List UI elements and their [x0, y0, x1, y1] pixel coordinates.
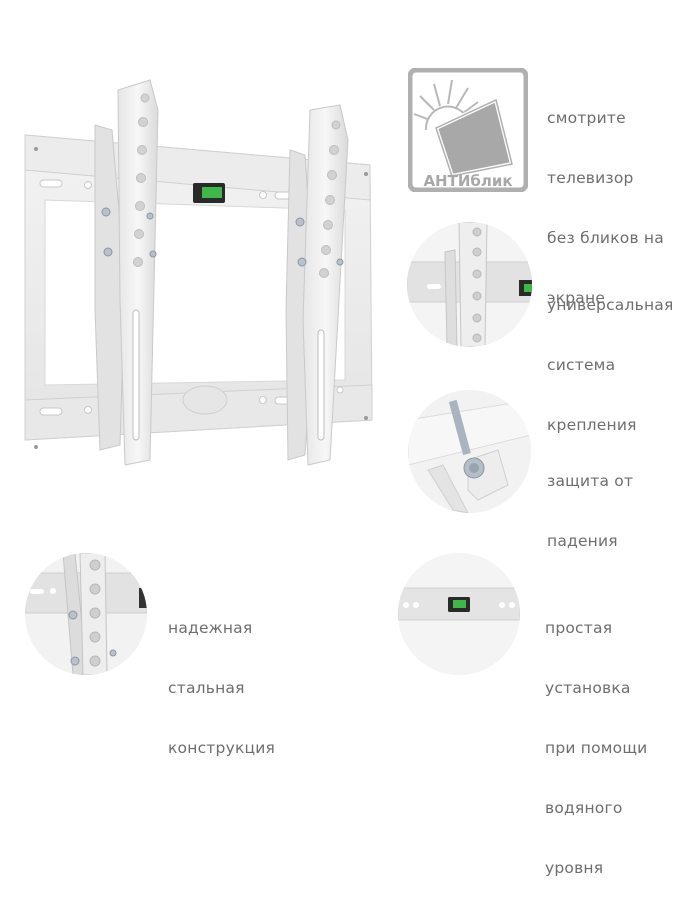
caption-line: падения: [547, 532, 618, 550]
wall-bracket-illustration: [24, 79, 373, 466]
caption-line: надежная: [168, 619, 253, 637]
caption-level: простая установка при помощи водяного ур…: [545, 578, 647, 898]
caption-fall-protection: защита от падения: [547, 431, 633, 571]
caption-line: без бликов на: [547, 229, 664, 247]
caption-line: защита от: [547, 472, 634, 490]
caption-steel: надежная стальная конструкция: [168, 578, 275, 778]
safety-screw-photo: [408, 390, 531, 513]
caption-line: универсальная: [547, 296, 674, 314]
caption-line: установка: [545, 679, 631, 697]
caption-line: смотрите: [547, 109, 626, 127]
antiglare-icon: АНТИблик: [408, 68, 528, 192]
bracket-closeup-photo: [407, 222, 532, 347]
caption-line: при помощи: [545, 739, 648, 757]
caption-line: стальная: [168, 679, 245, 697]
level-bubble: [202, 187, 222, 198]
caption-line: конструкция: [168, 739, 276, 757]
product-image: [0, 70, 400, 490]
caption-line: крепления: [547, 416, 637, 434]
caption-line: экране: [547, 289, 606, 307]
caption-universal: универсальная система крепления: [547, 255, 674, 455]
bubble-level-photo: [398, 553, 520, 675]
caption-antiglare: смотрите телевизор без бликов на экране: [547, 68, 664, 328]
caption-line: водяного: [545, 799, 623, 817]
caption-line: телевизор: [547, 169, 634, 187]
antiglare-label: АНТИблик: [423, 172, 512, 190]
caption-line: простая: [545, 619, 613, 637]
caption-line: уровня: [545, 859, 604, 877]
caption-line: система: [547, 356, 616, 374]
feature-antiglare: АНТИблик: [408, 68, 528, 192]
steel-arm-photo: [25, 553, 147, 675]
